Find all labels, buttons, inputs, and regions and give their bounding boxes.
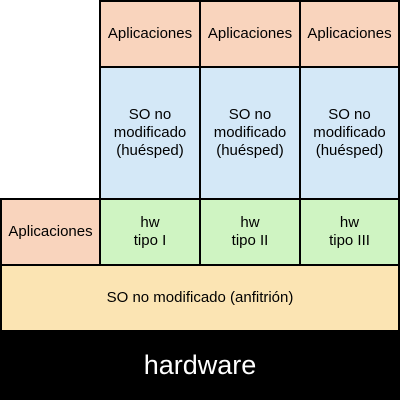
guest-1-applications-label: Aplicaciones	[107, 25, 193, 42]
guest-3-os-box: SO no modificado (huésped)	[299, 66, 400, 200]
guest-3-applications-box: Aplicaciones	[299, 0, 400, 68]
hw-type-2-line-1: hw	[240, 214, 260, 231]
guest-1-os-box: SO no modificado (huésped)	[99, 66, 201, 200]
guest-2-os-line-1: SO no	[228, 106, 272, 123]
guest-2-os-line-2: modificado	[213, 124, 287, 141]
hw-type-2-box: hw tipo II	[199, 198, 301, 266]
guest-3-os-line-2: modificado	[313, 124, 386, 141]
guest-2-os-box: SO no modificado (huésped)	[199, 66, 301, 200]
guest-3-applications-label: Aplicaciones	[307, 25, 392, 42]
hw-type-1-line-2: tipo I	[133, 232, 167, 249]
guest-2-applications-box: Aplicaciones	[199, 0, 301, 68]
host-applications-box: Aplicaciones	[0, 198, 101, 266]
host-applications-label: Aplicaciones	[8, 223, 93, 240]
guest-1-os-line-3: (huésped)	[116, 142, 184, 159]
hardware-box: hardware	[0, 330, 400, 400]
host-os-label: SO no modificado (anfitrión)	[106, 289, 294, 306]
guest-3-os-line-3: (huésped)	[315, 142, 384, 159]
hw-type-3-box: hw tipo III	[299, 198, 400, 266]
hw-type-2-line-2: tipo II	[231, 232, 269, 249]
hw-type-1-box: hw tipo I	[99, 198, 201, 266]
guest-1-os-line-2: modificado	[113, 124, 187, 141]
guest-2-applications-label: Aplicaciones	[207, 25, 293, 42]
hw-type-3-line-1: hw	[339, 214, 360, 231]
hardware-label: hardware	[143, 350, 257, 380]
guest-1-os-line-1: SO no	[128, 106, 172, 123]
hw-type-1-line-1: hw	[140, 214, 160, 231]
guest-3-os-line-1: SO no	[328, 106, 371, 123]
host-os-box: SO no modificado (anfitrión)	[0, 264, 400, 332]
hw-type-3-line-2: tipo III	[329, 232, 370, 249]
guest-1-applications-box: Aplicaciones	[99, 0, 201, 68]
guest-2-os-line-3: (huésped)	[216, 142, 284, 159]
